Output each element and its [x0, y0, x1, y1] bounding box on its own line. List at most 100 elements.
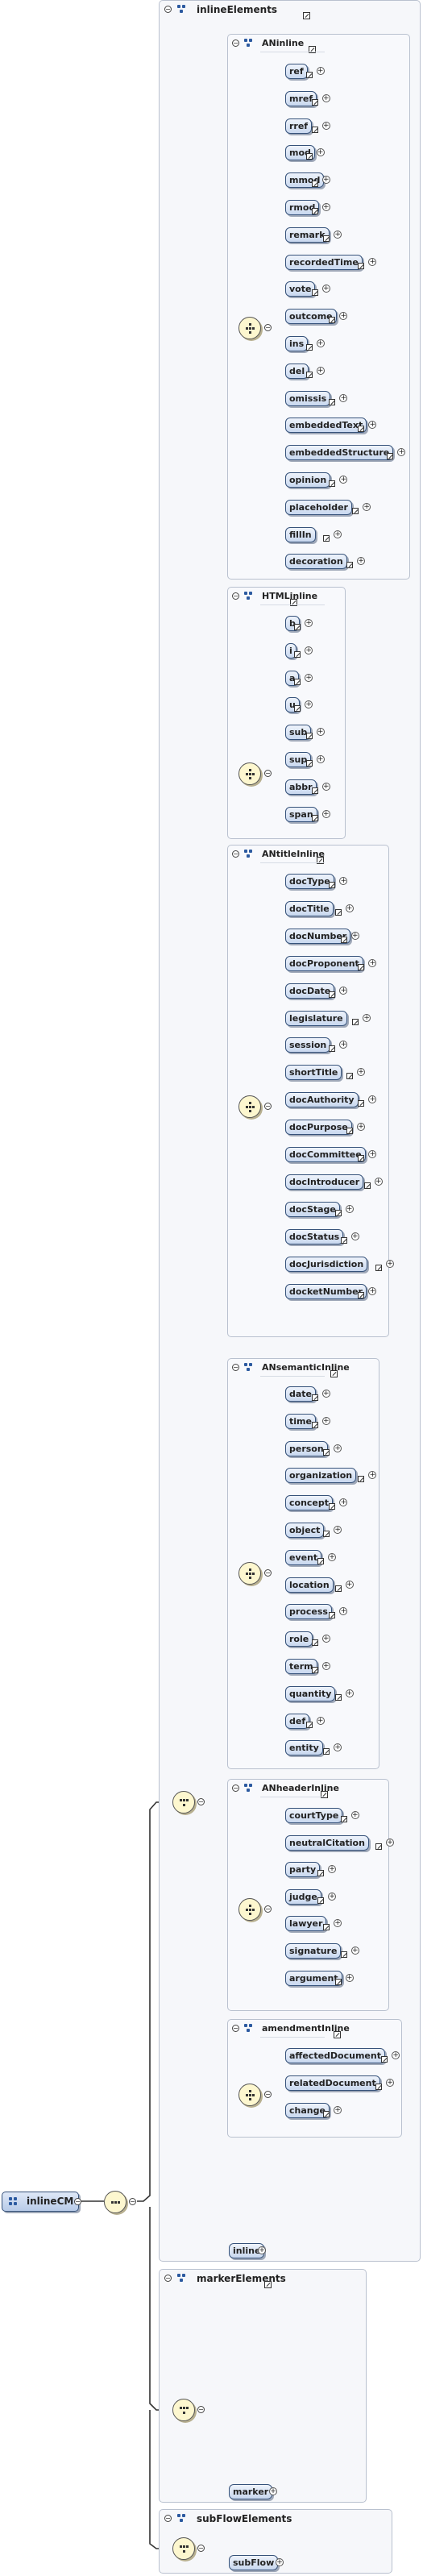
link-icon[interactable]: [311, 99, 318, 106]
element-affectedDocument[interactable]: affectedDocument: [285, 2048, 385, 2063]
element-docType[interactable]: docType: [285, 874, 334, 889]
expand-toggle[interactable]: +: [316, 755, 325, 763]
element-def[interactable]: def: [285, 1714, 310, 1729]
element-term[interactable]: term: [285, 1659, 317, 1674]
link-icon[interactable]: [264, 2281, 272, 2288]
element-object[interactable]: object: [285, 1523, 325, 1538]
link-icon[interactable]: [363, 1182, 371, 1189]
element-docCommittee[interactable]: docCommittee: [285, 1147, 366, 1162]
link-icon[interactable]: [323, 1449, 330, 1456]
element-sub[interactable]: sub: [285, 725, 312, 740]
element-docDate[interactable]: docDate: [285, 983, 335, 999]
collapse-toggle[interactable]: −: [232, 1364, 239, 1371]
expand-toggle[interactable]: +: [339, 1607, 348, 1615]
expand-toggle[interactable]: +: [345, 1689, 354, 1697]
expand-toggle[interactable]: +: [321, 1390, 330, 1398]
expand-toggle[interactable]: +: [350, 1947, 359, 1955]
expand-toggle[interactable]: +: [345, 904, 354, 912]
element-recordedTime[interactable]: recordedTime: [285, 255, 363, 270]
element-docStage[interactable]: docStage: [285, 1202, 340, 1217]
element-relatedDocument[interactable]: relatedDocument: [285, 2075, 380, 2091]
link-icon[interactable]: [311, 181, 318, 187]
expand-toggle[interactable]: +: [334, 1919, 342, 1927]
element-mmod[interactable]: mmod: [285, 172, 325, 188]
link-icon[interactable]: [334, 1210, 342, 1216]
expand-toggle[interactable]: +: [345, 1974, 354, 1982]
link-icon[interactable]: [352, 508, 359, 514]
expand-toggle[interactable]: +: [305, 674, 313, 682]
link-icon[interactable]: [387, 453, 394, 459]
link-icon[interactable]: [311, 289, 318, 296]
link-icon[interactable]: [358, 1155, 365, 1161]
compositor-toggle[interactable]: −: [264, 1569, 272, 1577]
compositor-toggle[interactable]: −: [197, 2545, 205, 2552]
expand-toggle[interactable]: +: [345, 1581, 354, 1589]
expand-toggle[interactable]: +: [334, 2106, 342, 2114]
element-judge[interactable]: judge: [285, 1889, 321, 1905]
element-opinion[interactable]: opinion: [285, 472, 331, 488]
element-quantity[interactable]: quantity: [285, 1686, 336, 1701]
element-fillIn[interactable]: fillIn: [285, 527, 316, 542]
link-icon[interactable]: [381, 2056, 388, 2063]
expand-toggle[interactable]: +: [334, 1444, 342, 1452]
link-icon[interactable]: [323, 235, 330, 242]
expand-toggle[interactable]: +: [368, 1287, 377, 1295]
expand-toggle[interactable]: +: [305, 646, 313, 654]
expand-toggle[interactable]: +: [345, 1205, 354, 1213]
element-lawyer[interactable]: lawyer: [285, 1916, 327, 1931]
element-remark[interactable]: remark: [285, 227, 330, 243]
element-embeddedText[interactable]: embeddedText: [285, 418, 367, 433]
link-icon[interactable]: [340, 1951, 347, 1958]
element-marker[interactable]: marker: [229, 2484, 273, 2499]
link-icon[interactable]: [323, 1924, 330, 1930]
element-rmod[interactable]: rmod: [285, 200, 320, 215]
expand-toggle[interactable]: +: [339, 1041, 348, 1049]
link-icon[interactable]: [329, 1612, 336, 1618]
link-icon[interactable]: [358, 263, 365, 269]
expand-toggle[interactable]: +: [321, 810, 330, 818]
link-icon[interactable]: [346, 1128, 353, 1134]
element-role[interactable]: role: [285, 1631, 313, 1647]
expand-toggle[interactable]: +: [363, 503, 371, 511]
expand-toggle[interactable]: +: [328, 1893, 336, 1901]
element-embeddedStructure[interactable]: embeddedStructure: [285, 445, 394, 460]
link-icon[interactable]: [329, 1045, 336, 1052]
expand-toggle[interactable]: +: [368, 258, 377, 266]
link-icon[interactable]: [323, 1531, 330, 1537]
expand-toggle[interactable]: +: [368, 1150, 377, 1158]
expand-toggle[interactable]: +: [339, 312, 348, 320]
link-icon[interactable]: [358, 1100, 365, 1107]
link-icon[interactable]: [317, 1897, 324, 1904]
element-neutralCitation[interactable]: neutralCitation: [285, 1835, 369, 1851]
link-icon[interactable]: [311, 787, 318, 794]
expand-toggle[interactable]: +: [363, 1014, 371, 1022]
expand-toggle[interactable]: +: [321, 783, 330, 791]
collapse-toggle[interactable]: −: [164, 2275, 172, 2282]
element-docNumber[interactable]: docNumber: [285, 929, 351, 944]
element-rref[interactable]: rref: [285, 118, 313, 134]
element-outcome[interactable]: outcome: [285, 309, 337, 324]
link-icon[interactable]: [329, 399, 336, 405]
link-icon[interactable]: [340, 937, 347, 943]
link-icon[interactable]: [329, 317, 336, 323]
expand-toggle[interactable]: +: [334, 1526, 342, 1534]
link-icon[interactable]: [303, 12, 310, 19]
expand-toggle[interactable]: +: [368, 959, 377, 967]
element-organization[interactable]: organization: [285, 1468, 357, 1483]
link-icon[interactable]: [329, 991, 336, 998]
expand-toggle[interactable]: +: [321, 1662, 330, 1670]
collapse-toggle[interactable]: −: [232, 39, 239, 47]
expand-toggle[interactable]: +: [357, 557, 365, 565]
compositor-toggle[interactable]: −: [197, 1798, 205, 1805]
link-icon[interactable]: [358, 964, 365, 970]
element-party[interactable]: party: [285, 1862, 321, 1877]
compositor-toggle[interactable]: −: [197, 2406, 205, 2413]
compositor-toggle[interactable]: −: [264, 324, 272, 331]
expand-toggle[interactable]: +: [368, 1471, 377, 1479]
expand-toggle[interactable]: +: [386, 2079, 394, 2087]
expand-toggle[interactable]: +: [269, 2487, 277, 2495]
link-icon[interactable]: [305, 372, 313, 378]
element-shortTitle[interactable]: shortTitle: [285, 1065, 342, 1080]
expand-toggle[interactable]: +: [339, 1498, 348, 1506]
link-icon[interactable]: [311, 208, 318, 214]
